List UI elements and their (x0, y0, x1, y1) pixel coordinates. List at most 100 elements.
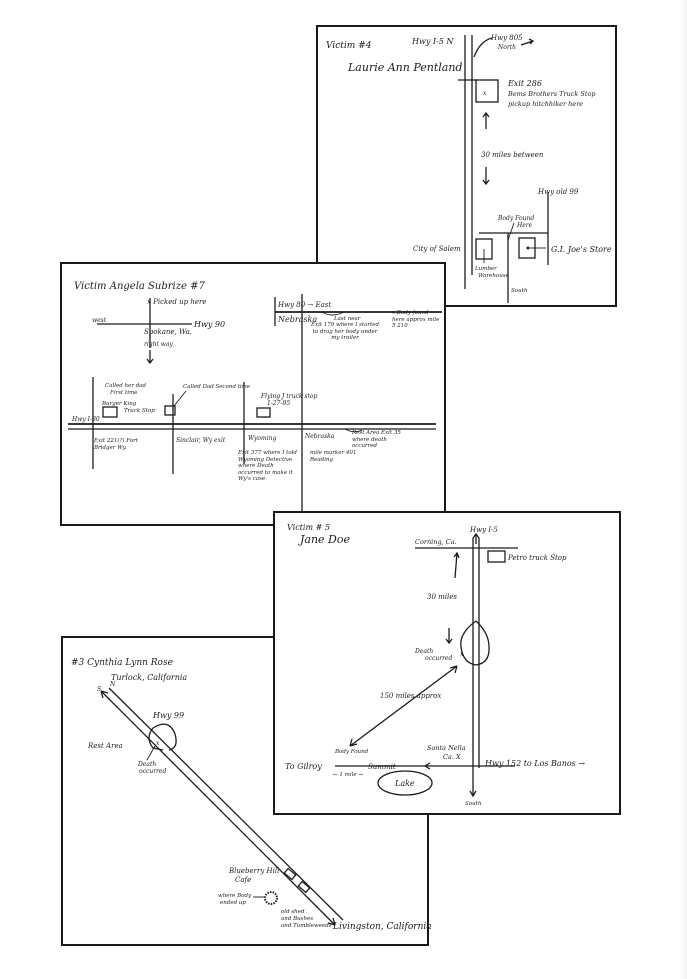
wyoming-label: Wyoming (248, 435, 277, 442)
occurred-label: occurred (139, 768, 166, 775)
exit-221-note: Exit 221(?) Fort Bridger Wy. (94, 438, 138, 451)
warehouse-label-1: Lumber (474, 266, 497, 272)
death-x-mark: x (460, 651, 464, 658)
exit-note: Exit 179 where I started to drag her bod… (310, 322, 380, 341)
lake-label: Lake (394, 779, 415, 788)
hwy-805-direction: North (497, 44, 516, 51)
santa-nella-ca-label: Ca. X (443, 753, 461, 761)
old-shed-label-2: and Bushes (281, 916, 313, 922)
old-shed-label-3: and Tumbleweeds (281, 923, 332, 929)
distance-label: 150 miles approx (380, 692, 441, 700)
bushes-icon (264, 891, 278, 905)
map-victim-7: Victim Angela Subrize #7 x Picked up her… (68, 281, 442, 522)
burger-king-label: Burger King (101, 401, 137, 407)
distance-line (349, 665, 458, 747)
warehouse-label-2: Warehouse (478, 273, 510, 279)
hwy-90-label: Hwy 90 (193, 320, 225, 329)
store-label: G.I. Joe's Store (551, 245, 612, 254)
north-arrow-icon (100, 690, 109, 699)
exit-377-text: Exit 377 where I told Wyoming Detective … (238, 450, 297, 482)
hwy-99-label: Hwy old 99 (537, 188, 579, 196)
body-found-label: Body Found (334, 749, 369, 755)
turlock-label: Turlock, California (111, 673, 187, 682)
mile-marker-text: mile marker 401 Reading (310, 450, 357, 463)
hwy-80-label: Hwy 80 → East (277, 301, 331, 309)
exit-221-text: Exit 221(?) Fort Bridger Wy. (94, 438, 138, 451)
south-arrow-icon (469, 790, 477, 798)
body-found-text: x Body found here approx mile 5 210 (392, 310, 440, 329)
exit-note-text: Exit 179 where I started to drag her bod… (310, 322, 380, 341)
panel-title: Victim #4 (326, 41, 372, 51)
mile-marker-note: mile marker 401 Reading (310, 450, 357, 463)
hwy-99-line-east (108, 687, 344, 921)
corning-label: Corning, Ca. (415, 538, 457, 546)
city-label: City of Salem (413, 245, 461, 253)
old-shed-label-1: old shed (281, 909, 305, 915)
pickup-label: pickup hitchhiker here (508, 100, 583, 108)
down-arrow-icon (482, 167, 490, 186)
truck-stop-label: Bems Brothers Truck Stop (507, 90, 596, 98)
called-dad-2-label: Called Dad Second time (183, 384, 251, 390)
rest-area-curve (344, 428, 363, 433)
ended-up-label: ended up (220, 900, 246, 906)
nebraska-main-label: Nebraska (304, 433, 335, 440)
distance-arrows-icon (349, 665, 458, 747)
n-label: N (109, 681, 116, 688)
rest-area-note: Rest Area Exit 35 where death occurred (352, 430, 401, 449)
victim-name: Jane Doe (298, 533, 351, 546)
death-label: Death (137, 761, 156, 768)
body-found-note: x Body found here approx mile 5 210 (392, 310, 440, 329)
flying-j-label: Flying J truck stop (260, 393, 317, 400)
exit-377-note: Exit 377 where I told Wyoming Detective … (238, 450, 297, 482)
north-arrow-icon (472, 532, 480, 544)
first-time-label: First time (109, 390, 138, 396)
pointer-line (507, 222, 515, 241)
death-x-mark: x (156, 740, 160, 747)
exit-curve (321, 311, 345, 316)
pointer-line (173, 390, 187, 407)
hwy-152-label: Hwy 152 to Los Banos → (484, 759, 585, 768)
map-victim-5: Victim # 5 Jane Doe Hwy I-5 Corning, Ca.… (285, 523, 585, 807)
petro-box (487, 550, 506, 563)
hwy-805-label: Hwy 805 (490, 34, 523, 42)
map-panel-victim-7: Victim Angela Subrize #7 x Picked up her… (60, 262, 446, 526)
lake-shape (377, 770, 433, 796)
livingston-label: Livingston, California (332, 922, 432, 932)
south-arrow-icon (327, 917, 336, 926)
rest-area-label: Rest Area (87, 742, 123, 750)
sinclair-label: Sinclair, Wy exit (176, 437, 226, 444)
south-label: South (511, 288, 528, 294)
hwy-i5-label: Hwy I-5 (469, 526, 498, 534)
distance-label: 30 miles between (481, 151, 544, 159)
west-arrow-icon (424, 762, 431, 770)
south-label: South (465, 801, 482, 807)
hwy-99-label: Hwy 99 (152, 711, 184, 720)
gilroy-label: To Gilroy (285, 762, 322, 771)
hwy-805-curve (473, 37, 493, 58)
north-arrow-icon (520, 38, 535, 46)
right-way-label: right way (144, 341, 174, 348)
blueberry-label: Blueberry Hill (228, 867, 279, 875)
hwy-i80-label: Hwy I-80 (71, 416, 100, 423)
down-arrow-icon (146, 350, 154, 365)
s-label: S (97, 686, 101, 693)
scan-edge-shadow (681, 0, 687, 979)
called-dad-label: Called her dad (105, 383, 147, 389)
death-label: Death (414, 648, 433, 655)
death-pointer (146, 745, 156, 761)
shed-building (297, 880, 311, 894)
pickup-x-mark: x (483, 90, 487, 97)
up-arrow-icon (453, 551, 460, 579)
down-arrow-icon (445, 628, 453, 645)
thirty-miles-label: 30 miles (427, 593, 457, 601)
store-dot (526, 246, 530, 250)
rest-area-loop (148, 723, 177, 751)
map-victim-4: Victim #4 Laurie Ann Pentland Hwy I-5 N … (326, 34, 612, 303)
body-here-label: Here (516, 222, 533, 229)
spokane-label: Spokane, Wa. (144, 328, 192, 336)
hwy-i5-label: Hwy I-5 N (411, 37, 454, 46)
nebraska-label: Nebraska (277, 315, 317, 324)
santa-nella-label: Santa Nella (427, 744, 466, 752)
truck-stop-label: Truck Stop (124, 408, 155, 414)
panel-title: #3 Cynthia Lynn Rose (71, 658, 173, 668)
